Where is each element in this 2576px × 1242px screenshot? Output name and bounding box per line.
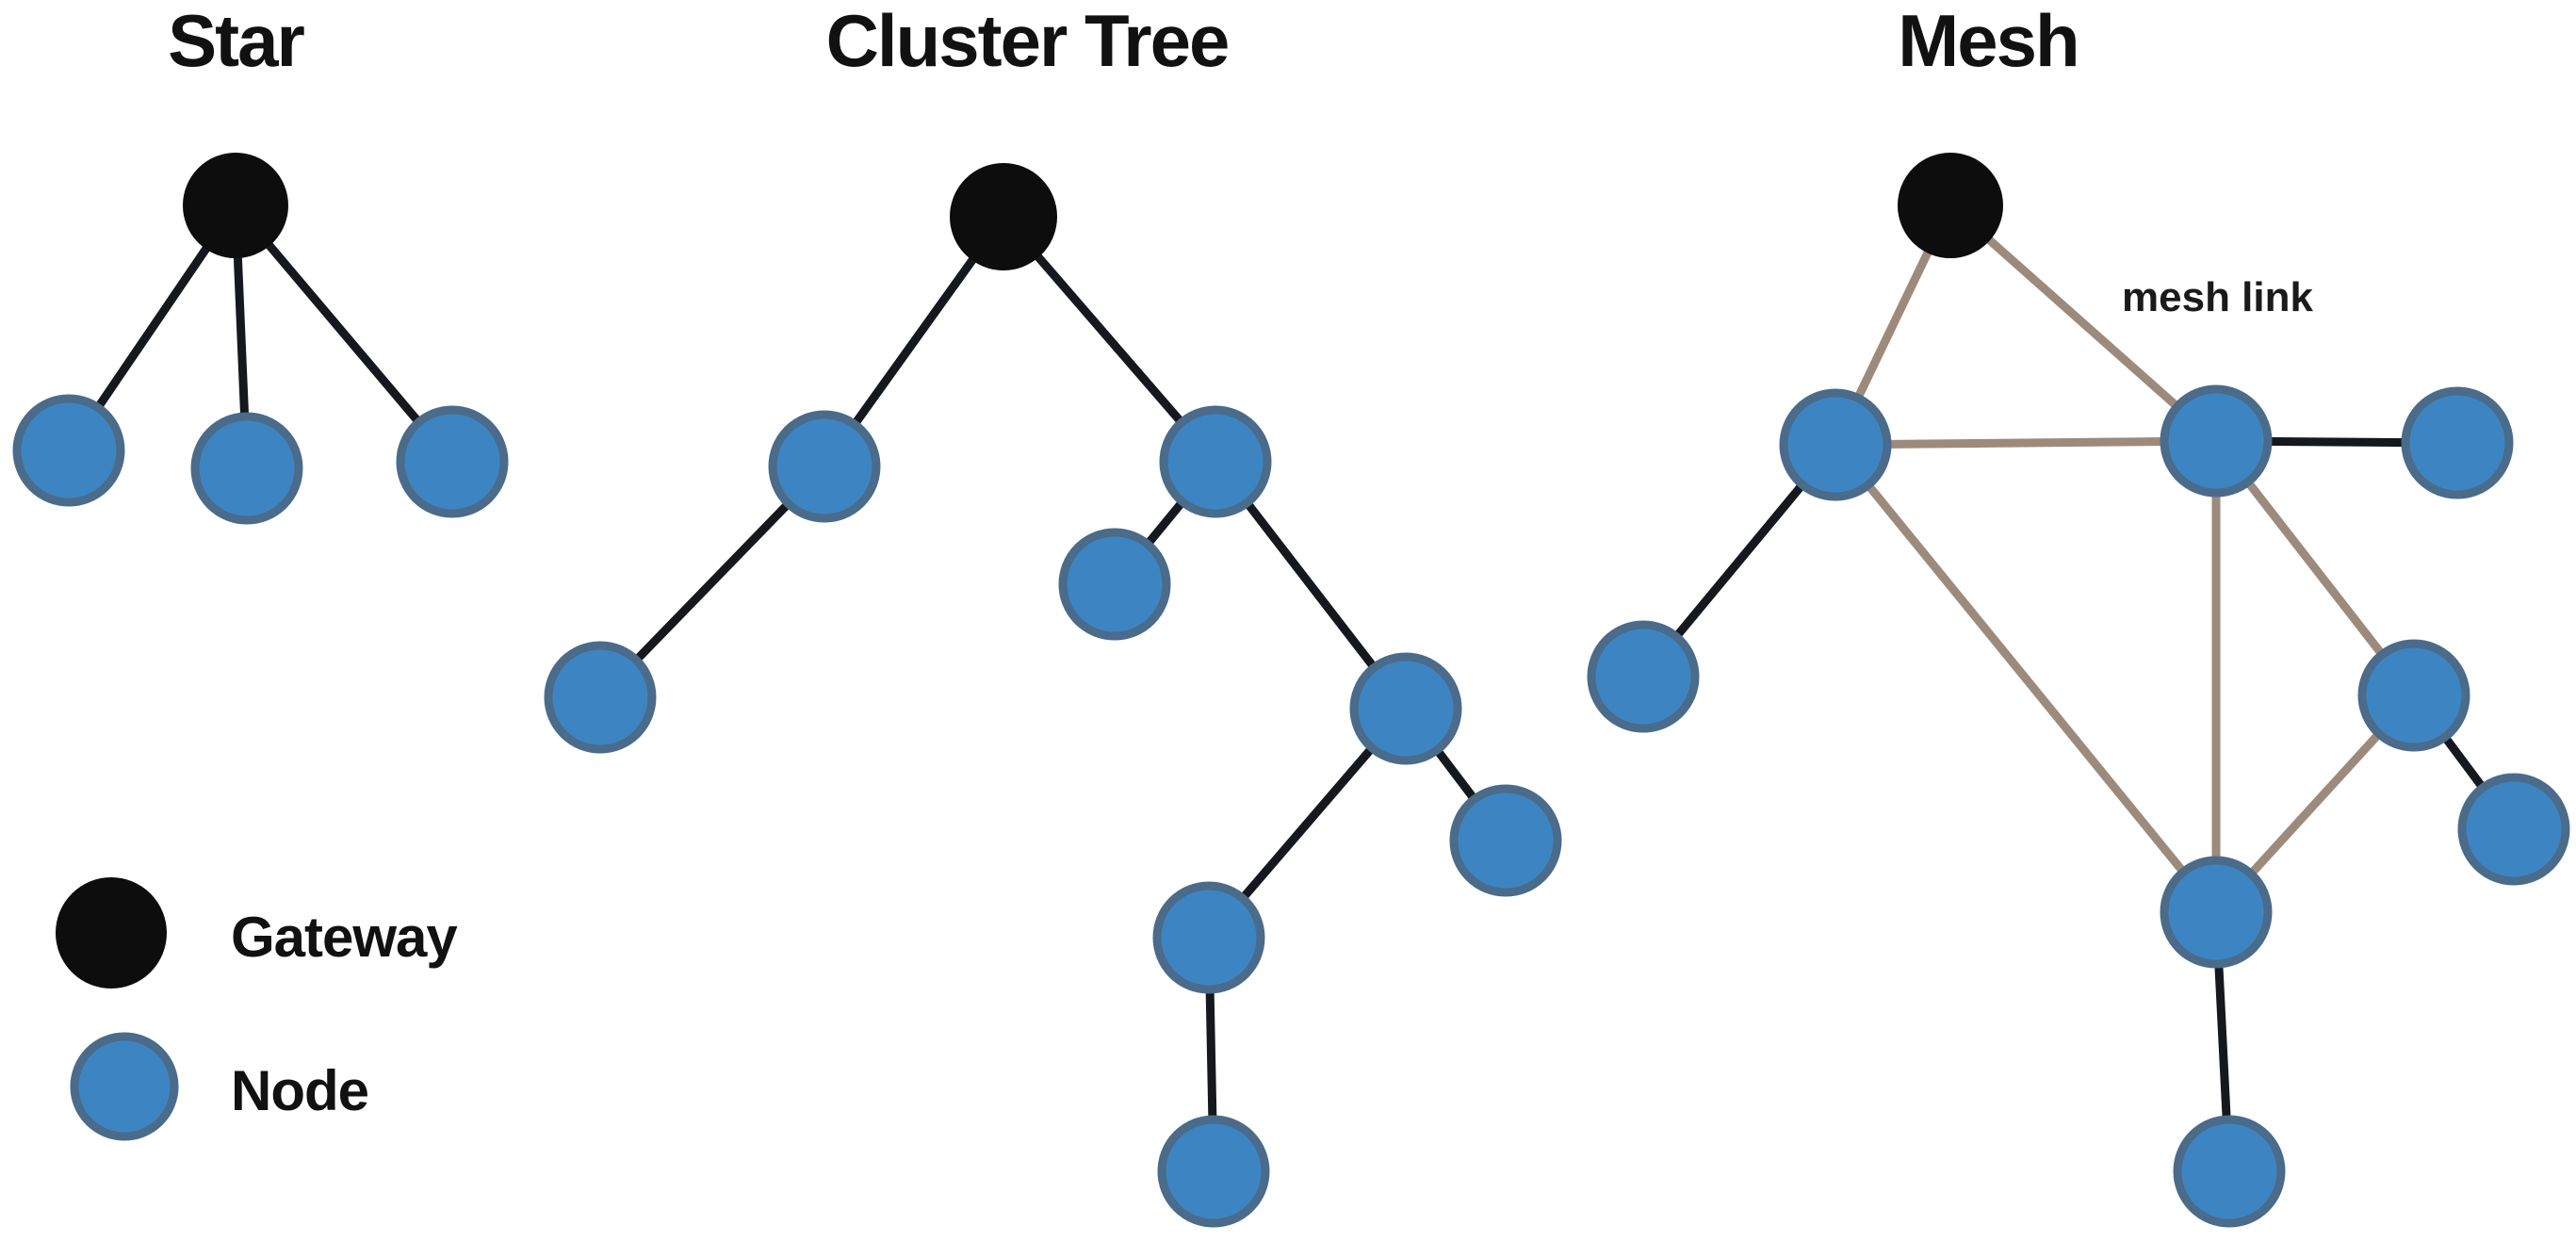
sensor-node-s-n2[interactable] (190, 412, 303, 525)
panel-title-star: Star (168, 0, 304, 82)
panel-title-mesh: Mesh (1898, 0, 2078, 82)
legend-swatch-gateway (56, 877, 167, 989)
sensor-node-m-l[interactable] (1779, 388, 1892, 501)
sensor-node-c-c[interactable] (544, 641, 657, 754)
sensor-node-c-g[interactable] (1152, 881, 1265, 994)
sensor-node-c-d[interactable] (1058, 528, 1171, 641)
legend-label-gateway: Gateway (231, 906, 458, 969)
sensor-node-c-f[interactable] (1449, 784, 1562, 897)
titles-layer: Star Cluster Tree Mesh (168, 0, 2080, 82)
sensor-node-c-h[interactable] (1157, 1115, 1270, 1228)
panel-title-cluster-tree: Cluster Tree (826, 0, 1229, 82)
sensor-node-c-b[interactable] (1159, 405, 1272, 518)
sensor-node-m-fl[interactable] (1587, 620, 1700, 733)
sensor-node-m-b[interactable] (2173, 1115, 2286, 1228)
mesh-link-label: mesh link (2122, 274, 2313, 320)
sensor-node-s-n1[interactable] (12, 394, 125, 507)
gateway-node-s-gw[interactable] (183, 153, 288, 258)
annotations-layer: mesh link (2122, 274, 2313, 320)
sensor-node-c-a[interactable] (768, 410, 881, 523)
sensor-node-c-e[interactable] (1349, 652, 1462, 765)
sensor-node-s-n3[interactable] (396, 405, 509, 518)
sensor-node-m-rf[interactable] (2457, 773, 2570, 886)
sensor-node-m-re[interactable] (2357, 639, 2470, 752)
link-mesh-mesh-m-l-m-c (1831, 440, 2221, 917)
legend-label-node: Node (231, 1059, 368, 1122)
legend-swatch-node (70, 1032, 179, 1141)
sensor-node-m-c[interactable] (2160, 856, 2273, 969)
gateway-node-m-gw[interactable] (1898, 153, 2003, 258)
link-mesh-mesh-m-gw-m-h (1946, 201, 2221, 446)
sensor-node-m-r[interactable] (2401, 386, 2514, 499)
sensor-node-m-h[interactable] (2160, 384, 2273, 498)
link-mesh-mesh-m-l-m-h (1831, 436, 2221, 449)
gateway-node-c-gw[interactable] (950, 163, 1057, 270)
nodes-layer (12, 153, 2570, 1228)
